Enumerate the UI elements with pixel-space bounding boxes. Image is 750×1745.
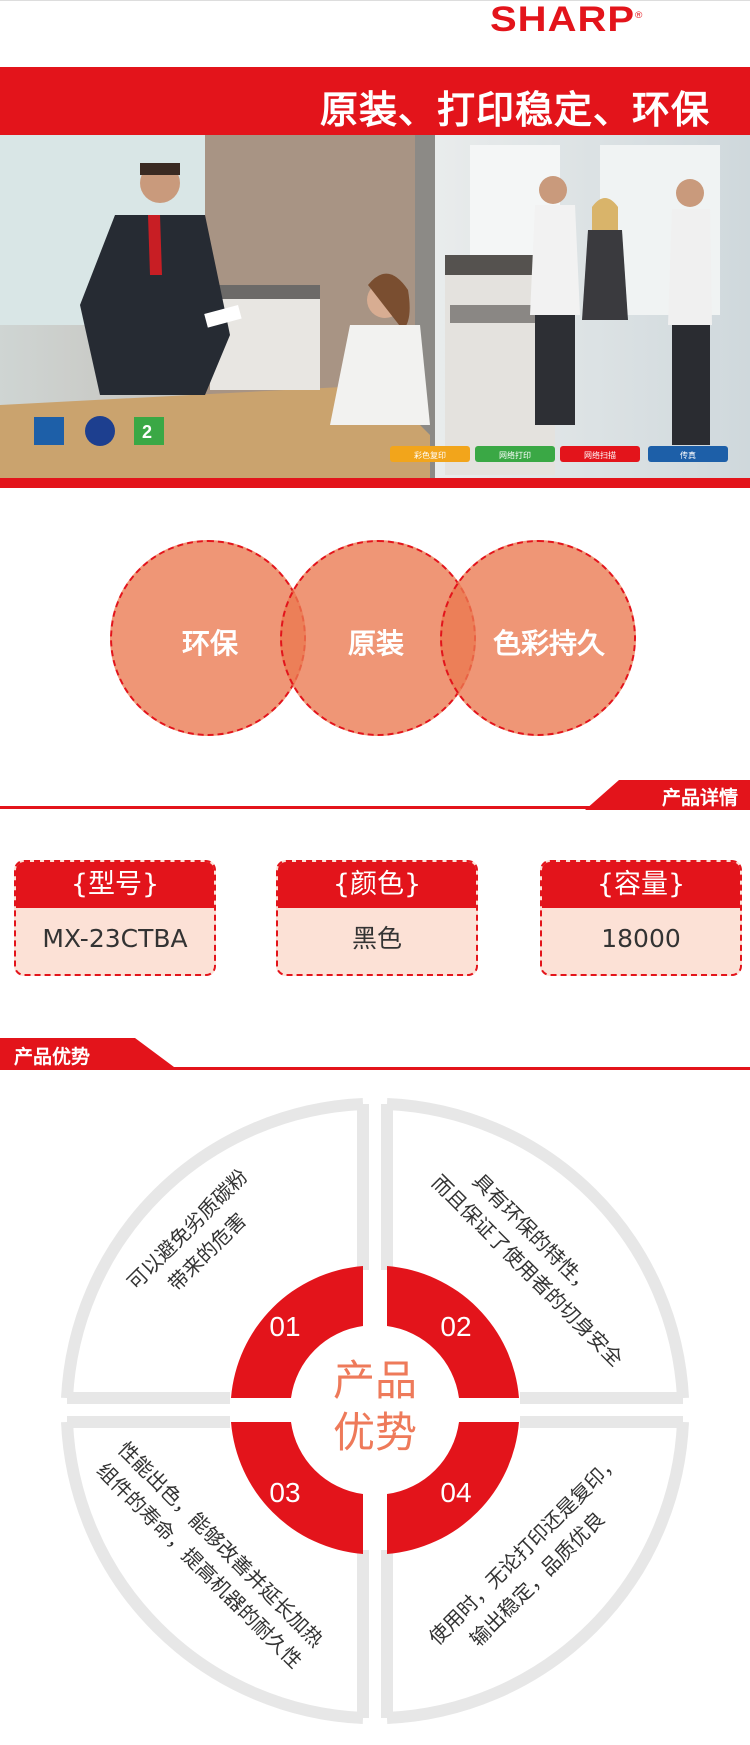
quadrant-arc-3 [61, 1421, 364, 1724]
details-section-title: 产品详情 [661, 787, 738, 809]
advantage-number-01: 01 [269, 1311, 300, 1342]
photo-bottom-stripe [0, 478, 750, 488]
segment-03 [231, 1422, 363, 1554]
banner-title: 原装、打印稳定、环保 [319, 88, 710, 132]
spec-card-value: 18000 [601, 924, 681, 953]
spec-card-head: {颜色} [278, 862, 476, 908]
advantages-rule [0, 1067, 750, 1070]
segment-04 [387, 1422, 519, 1554]
svg-text:网络打印: 网络打印 [499, 450, 531, 460]
advantages-section-title: 产品优势 [14, 1046, 91, 1068]
quadrant-arc-1 [61, 1098, 364, 1399]
details-section-ribbon: 产品详情 [585, 780, 750, 810]
spec-card-color: {颜色} 黑色 [276, 860, 478, 976]
advantage-number-02: 02 [440, 1311, 471, 1342]
advantages-section-ribbon: 产品优势 [0, 1038, 178, 1070]
spec-card-model: {型号} MX-23CTBA [14, 860, 216, 976]
venn-label-eco: 环保 [182, 627, 239, 660]
quadrant-arc-4 [386, 1421, 689, 1724]
details-rule [0, 806, 750, 809]
quadrant-arc-2 [386, 1098, 689, 1399]
svg-text:传真: 传真 [680, 450, 696, 460]
venn-label-color: 色彩持久 [493, 627, 606, 660]
advantages-diagram: 01 02 03 04 产品 优势 [0, 1090, 750, 1741]
badge-number: 2 [142, 422, 152, 442]
spec-card-value: MX-23CTBA [42, 924, 188, 953]
top-divider [0, 0, 750, 1]
sharp-logo: SHARP® [490, 0, 644, 39]
advantage-number-04: 04 [440, 1477, 471, 1508]
office-photo: 2 彩色复印 网络打印 网络扫描 传真 [0, 135, 750, 480]
title-banner: 原装、打印稳定、环保 [0, 67, 750, 135]
spec-card-head: {容量} [542, 862, 740, 908]
center-title-line1: 产品 [333, 1356, 417, 1405]
spec-card-capacity: {容量} 18000 [540, 860, 742, 976]
venn-circle-eco [110, 540, 306, 736]
svg-text:网络扫描: 网络扫描 [584, 450, 616, 460]
svg-text:彩色复印: 彩色复印 [414, 450, 446, 460]
center-title-line2: 优势 [333, 1408, 417, 1457]
venn-label-original: 原装 [348, 627, 405, 660]
spec-card-head: {型号} [16, 862, 214, 908]
segment-02 [387, 1266, 519, 1398]
segment-01 [231, 1266, 363, 1398]
advantage-number-03: 03 [269, 1477, 300, 1508]
venn-circle-color [440, 540, 636, 736]
spec-card-value: 黑色 [351, 924, 402, 953]
